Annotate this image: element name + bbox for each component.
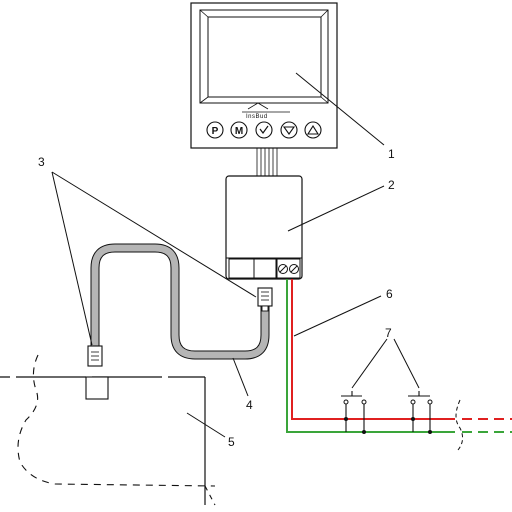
- triangle-up-icon: [307, 124, 319, 135]
- power-wires: [286, 279, 512, 451]
- callout-3: 3: [38, 155, 45, 169]
- callout-7: 7: [385, 326, 392, 340]
- check-icon: [259, 125, 269, 135]
- neutral-wire: [286, 279, 455, 433]
- display-screen: [207, 16, 322, 98]
- m-button[interactable]: M: [230, 121, 248, 139]
- callout-2: 2: [388, 178, 395, 192]
- controller-unit: InsBud P M: [190, 2, 338, 149]
- p-button-label: P: [212, 126, 219, 137]
- sensor-cable: [90, 243, 270, 360]
- down-button[interactable]: [280, 121, 298, 139]
- connector-module: [257, 287, 273, 312]
- callout-1: 1: [388, 147, 395, 161]
- confirm-button[interactable]: [255, 121, 273, 139]
- m-button-label: M: [235, 126, 243, 137]
- executive-module: [225, 175, 303, 280]
- callout-4: 4: [246, 398, 253, 412]
- brand-logo: InsBud: [242, 102, 290, 120]
- switch-left: [341, 391, 367, 434]
- logo-text: InsBud: [246, 114, 268, 120]
- switch-right: [408, 391, 433, 434]
- ribbon-cable: [256, 148, 278, 176]
- callout-6: 6: [386, 287, 393, 301]
- device-outline: [0, 354, 216, 506]
- device-socket: [85, 376, 109, 400]
- triangle-down-icon: [282, 126, 296, 135]
- p-button[interactable]: P: [206, 121, 224, 139]
- connector-device: [87, 345, 103, 367]
- module-housing: [225, 175, 303, 280]
- phase-wire: [291, 279, 455, 420]
- up-button[interactable]: [304, 121, 322, 139]
- callout-5: 5: [228, 435, 235, 449]
- sensor-socket: [228, 258, 255, 279]
- leader-lines: [51, 72, 420, 438]
